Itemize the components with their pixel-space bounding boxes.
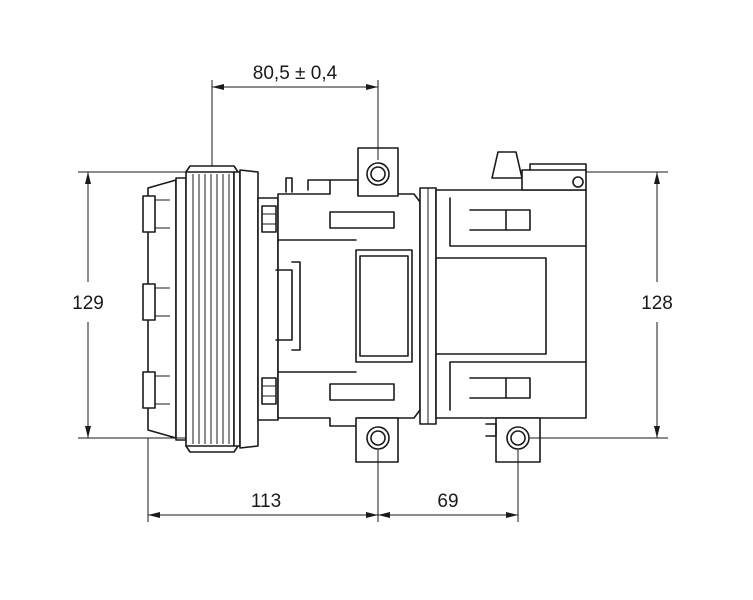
dimension-top: 80,5 ± 0,4 [211, 63, 379, 166]
rear-housing [435, 151, 587, 419]
pulley [175, 165, 259, 453]
clutch-front-plate [142, 179, 177, 439]
dimension-bottom-right-label: 69 [437, 491, 458, 512]
mounting-ear-top [357, 147, 399, 197]
dimension-right-label: 128 [641, 293, 673, 314]
front-housing [257, 177, 421, 427]
body-seam [419, 187, 437, 425]
dimension-bottom: 113 69 [147, 438, 519, 522]
dimension-bottom-left-label: 113 [251, 491, 281, 512]
mounting-ear-bottom-rear [485, 417, 541, 463]
dimension-left: 129 [72, 171, 186, 439]
dimension-right: 128 [530, 171, 673, 439]
mounting-ear-bottom-front [355, 417, 399, 463]
dimension-left-label: 129 [72, 293, 104, 314]
dimension-top-label: 80,5 ± 0,4 [253, 63, 338, 84]
